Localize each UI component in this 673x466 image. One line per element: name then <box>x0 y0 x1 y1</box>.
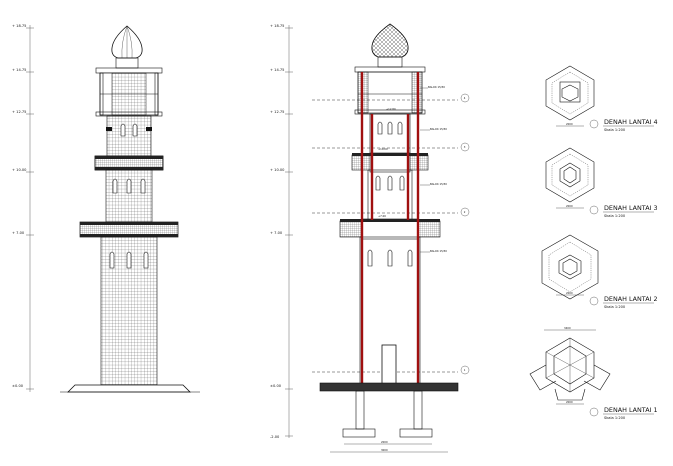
sec-elev-l5: + 14.75 <box>270 68 284 72</box>
plan-lantai-4: 2000 <box>545 65 595 127</box>
floor-plans: 2000 DENAH LANTAI 4 Skala 1:200 2000 DEN… <box>529 65 658 420</box>
plan-scale-4: Skala 1:200 <box>604 128 626 132</box>
sec-elev-l3: + 10.00 <box>270 168 285 172</box>
sec-elev-ground: ±0.00 <box>270 384 282 388</box>
tag-level-3: +7.00 <box>378 214 386 218</box>
plan-title-4: DENAH LANTAI 4 <box>604 118 658 126</box>
dim-p1-top: 3400 <box>564 326 571 330</box>
plan-lantai-1: 3400 2000 <box>529 326 611 405</box>
plan-scale-1: Skala 1:200 <box>604 416 626 420</box>
dim-p4: 2000 <box>566 122 573 126</box>
sec-elev-foundation: -2.00 <box>270 435 280 439</box>
tag-level-2: +10.00 <box>378 147 388 151</box>
dim-p2: 2000 <box>566 291 573 295</box>
entrance-door <box>381 344 397 386</box>
dim-base-inner: 2000 <box>381 440 388 444</box>
tag-beam-3: BALOK 15/30 <box>430 182 447 186</box>
plan-lantai-2: 2000 <box>541 234 599 300</box>
grid-marker-1: 1 <box>464 368 466 372</box>
grid-marker-2: 2 <box>464 210 466 214</box>
tag-level-1: +12.80 <box>386 107 396 111</box>
dim-p1-bot: 2000 <box>566 400 573 404</box>
dim-p3: 2000 <box>566 204 573 208</box>
dim-base-outer: 3000 <box>381 448 388 452</box>
elev-label-l4: + 12.75 <box>12 110 26 114</box>
elev-label-top: + 18.75 <box>12 24 26 28</box>
front-elevation: + 18.75 + 14.75 + 12.75 + 10.00 + 7.00 ±… <box>12 24 200 393</box>
section-view: + 18.75 + 14.75 + 12.75 + 10.00 + 7.00 ±… <box>270 23 470 453</box>
grid-marker-3: 3 <box>464 145 466 149</box>
tag-beam-1: BALOK 15/30 <box>428 85 445 89</box>
elev-label-ground: ±0.00 <box>12 384 24 388</box>
grid-marker-4: 4 <box>464 96 466 100</box>
elev-label-l2: + 7.00 <box>12 231 25 235</box>
plan-title-1: DENAH LANTAI 1 <box>604 406 658 414</box>
sec-elev-l4: + 12.75 <box>270 110 284 114</box>
elev-label-l5: + 14.75 <box>12 68 26 72</box>
plan-title-3: DENAH LANTAI 3 <box>604 204 658 212</box>
plan-scale-2: Skala 1:200 <box>604 305 626 309</box>
plan-lantai-3: 2000 <box>545 147 595 209</box>
plan-scale-3: Skala 1:200 <box>604 214 626 218</box>
tag-beam-2: BALOK 15/30 <box>430 127 447 131</box>
sec-elev-top: + 18.75 <box>270 24 284 28</box>
structural-columns <box>360 72 420 385</box>
plan-title-2: DENAH LANTAI 2 <box>604 295 658 303</box>
sec-elev-l2: + 7.00 <box>270 231 283 235</box>
elev-label-l3: + 10.00 <box>12 168 27 172</box>
tag-beam-4: BALOK 15/30 <box>430 249 447 253</box>
